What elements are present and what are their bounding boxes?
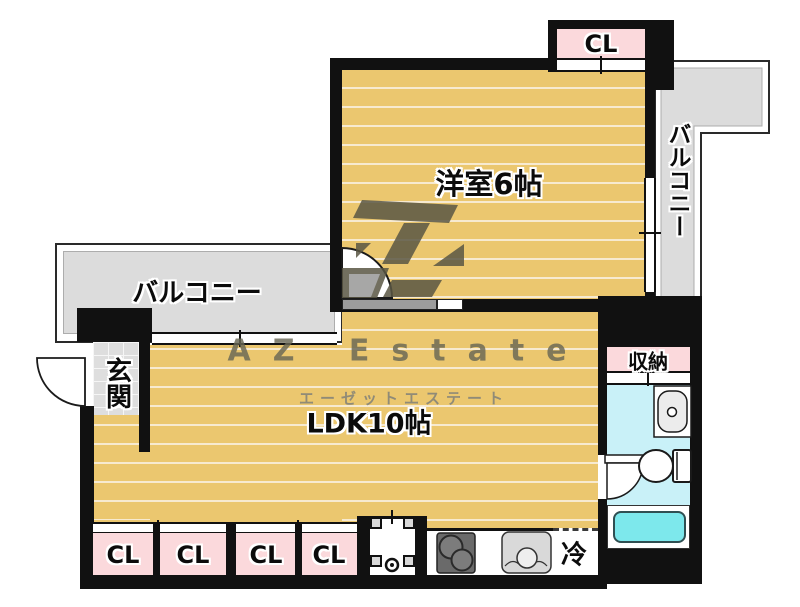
- wall-column-bottom: [598, 547, 702, 584]
- closet-2: [160, 533, 226, 575]
- washer-wall-left: [357, 516, 370, 577]
- label-storage: 収納: [628, 349, 668, 374]
- closet-4: [302, 533, 357, 575]
- stove-icon: [436, 532, 476, 574]
- washer-wall-right: [415, 516, 427, 577]
- wall-entrance-east: [139, 342, 150, 452]
- label-balcony-left: バルコニー: [132, 278, 262, 309]
- wall-column-east: [690, 296, 702, 584]
- wall-column-top: [598, 296, 702, 347]
- wall-south: [80, 575, 607, 589]
- label-ldk: LDK10帖: [306, 408, 432, 440]
- label-western-room: 洋室6帖: [435, 167, 543, 201]
- kitchen-counter-edge: [427, 528, 553, 531]
- refrigerator-space-edge: [553, 528, 598, 531]
- sliding-door-gray: [342, 299, 437, 310]
- wall-column-west: [598, 296, 607, 584]
- label-closet-3: CL: [249, 541, 283, 569]
- door-arc-bathroom: [606, 462, 644, 500]
- closet-divider-2: [226, 522, 236, 575]
- closet-3: [236, 533, 295, 575]
- watermark-logo: [342, 200, 464, 298]
- label-closet-1: CL: [106, 541, 140, 569]
- wall-northeast-corner: [645, 20, 674, 90]
- entrance-tiles: [93, 342, 139, 415]
- label-closet-4: CL: [312, 541, 346, 569]
- toilet-icon: [638, 449, 692, 483]
- sliding-door-white: [437, 299, 463, 310]
- watermark-brand-kana: エーゼットエステート: [298, 389, 510, 408]
- watermark-brand: AZ Estate: [227, 333, 589, 369]
- window-balcony-left: [152, 332, 337, 345]
- closet-divider-1: [153, 522, 160, 575]
- label-balcony-right: バルコニー: [664, 122, 690, 238]
- bathtub: [613, 511, 686, 543]
- label-refrigerator: 冷: [560, 540, 588, 571]
- closet-1: [93, 533, 153, 575]
- closet-top: [557, 29, 645, 60]
- washer-pan-icon: [370, 517, 415, 573]
- label-closet-top: CL: [584, 30, 618, 58]
- closet-divider-3: [295, 522, 302, 575]
- washbasin-icon: [653, 385, 692, 438]
- door-arc-entrance: [36, 357, 86, 407]
- label-closet-2: CL: [176, 541, 210, 569]
- label-entrance: 玄関: [101, 357, 132, 409]
- window-east: [644, 178, 656, 292]
- wall-northwest-bar: [77, 308, 152, 342]
- door-gap-bathroom: [598, 455, 607, 499]
- storage: [607, 347, 690, 373]
- kitchen-sink-icon: [501, 531, 552, 574]
- ldk-floor: [342, 312, 598, 528]
- wall-west-lower: [80, 406, 94, 589]
- opening-ticks: [157, 56, 661, 536]
- ldk-floor-west: [150, 345, 342, 528]
